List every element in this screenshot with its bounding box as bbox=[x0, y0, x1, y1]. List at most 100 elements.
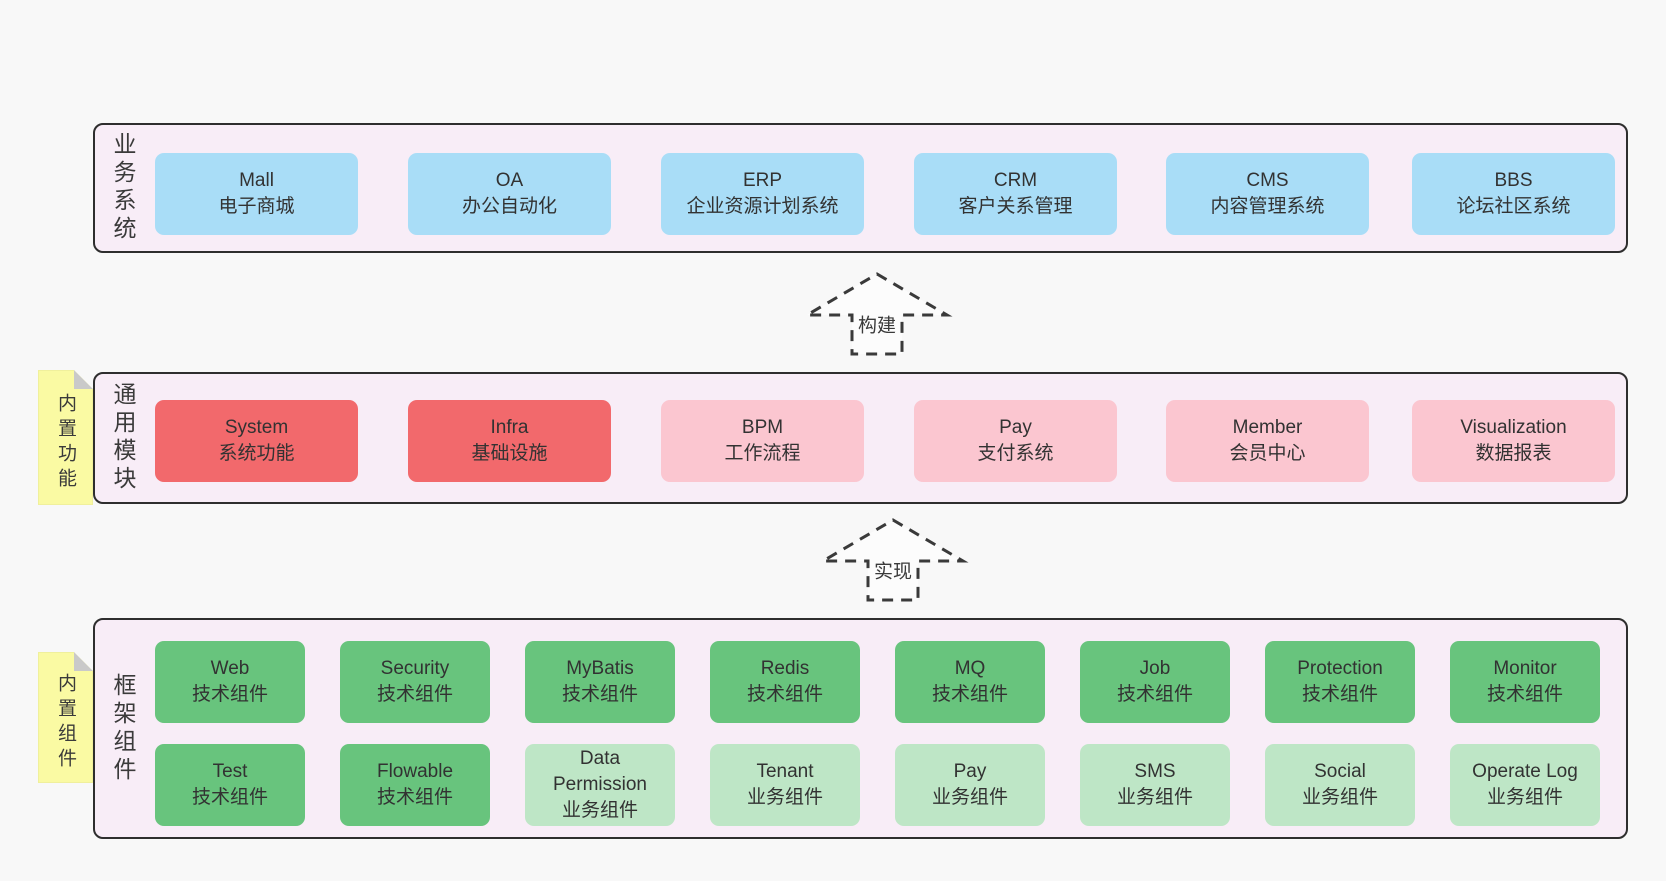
box-redis: Redis 技术组件 bbox=[710, 641, 860, 723]
box-system: System 系统功能 bbox=[155, 400, 358, 482]
box-bpm: BPM 工作流程 bbox=[661, 400, 864, 482]
note-text: 内置组件 bbox=[55, 672, 76, 773]
box-title: Social bbox=[1314, 760, 1366, 782]
box-subtitle: 技术组件 bbox=[1486, 684, 1563, 705]
box-web: Web 技术组件 bbox=[155, 641, 305, 723]
box-title: BBS bbox=[1494, 169, 1533, 191]
box-subtitle: 电子商城 bbox=[218, 196, 295, 217]
box-title: CMS bbox=[1246, 169, 1289, 191]
box-sms: SMS 业务组件 bbox=[1080, 744, 1230, 826]
box-title: Member bbox=[1232, 416, 1303, 438]
box-security: Security 技术组件 bbox=[340, 641, 490, 723]
box-subtitle: 业务组件 bbox=[1301, 787, 1378, 808]
layer-common-modules: 通用模块 System 系统功能 Infra 基础设施 BPM 工作流程 Pay… bbox=[93, 372, 1628, 504]
module-boxes: System 系统功能 Infra 基础设施 BPM 工作流程 Pay 支付系统… bbox=[95, 374, 1626, 502]
box-subtitle: 技术组件 bbox=[376, 684, 453, 705]
business-boxes: Mall 电子商城 OA 办公自动化 ERP 企业资源计划系统 CRM 客户关系… bbox=[95, 125, 1626, 251]
layer-business-label: 业务系统 bbox=[110, 132, 136, 244]
box-monitor: Monitor 技术组件 bbox=[1450, 641, 1600, 723]
box-title: Web bbox=[210, 657, 250, 679]
box-title: MQ bbox=[954, 657, 986, 679]
box-subtitle: 基础设施 bbox=[471, 443, 548, 464]
box-title: System bbox=[224, 416, 289, 438]
component-boxes-row2: Test 技术组件 Flowable 技术组件 Data Permission … bbox=[95, 620, 1626, 837]
box-title: Tenant bbox=[756, 760, 814, 782]
build-arrow: 构建 bbox=[801, 271, 953, 357]
box-oa: OA 办公自动化 bbox=[408, 153, 611, 235]
box-visualization: Visualization 数据报表 bbox=[1412, 400, 1615, 482]
box-subtitle: 技术组件 bbox=[191, 684, 268, 705]
box-infra: Infra 基础设施 bbox=[408, 400, 611, 482]
box-mall: Mall 电子商城 bbox=[155, 153, 358, 235]
box-subtitle: 业务组件 bbox=[931, 787, 1008, 808]
folded-corner-icon bbox=[74, 370, 93, 389]
box-job: Job 技术组件 bbox=[1080, 641, 1230, 723]
box-subtitle: 技术组件 bbox=[376, 787, 453, 808]
box-title: ERP bbox=[742, 169, 783, 191]
box-subtitle: 业务组件 bbox=[561, 800, 638, 822]
box-cms: CMS 内容管理系统 bbox=[1166, 153, 1369, 235]
box-subtitle: 业务组件 bbox=[1486, 787, 1563, 808]
box-title: Protection bbox=[1297, 657, 1383, 679]
box-subtitle: 客户关系管理 bbox=[958, 196, 1073, 217]
box-title: CRM bbox=[993, 169, 1038, 191]
box-member: Member 会员中心 bbox=[1166, 400, 1369, 482]
implement-arrow-label: 实现 bbox=[869, 556, 917, 584]
box-pay: Pay 支付系统 bbox=[914, 400, 1117, 482]
box-title: BPM bbox=[741, 416, 784, 438]
box-subtitle: 技术组件 bbox=[191, 787, 268, 808]
box-title: Operate Log bbox=[1472, 760, 1578, 782]
box-title: Job bbox=[1139, 657, 1171, 679]
box-subtitle: 数据报表 bbox=[1475, 443, 1552, 464]
box-pay-component: Pay 业务组件 bbox=[895, 744, 1045, 826]
box-title: Pay bbox=[999, 416, 1032, 438]
box-subtitle: 办公自动化 bbox=[461, 196, 557, 217]
box-title: Pay bbox=[953, 760, 987, 782]
box-test: Test 技术组件 bbox=[155, 744, 305, 826]
box-subtitle: 论坛社区系统 bbox=[1456, 196, 1571, 217]
box-subtitle: 系统功能 bbox=[218, 443, 295, 464]
box-title: Test bbox=[212, 760, 248, 782]
box-mq: MQ 技术组件 bbox=[895, 641, 1045, 723]
box-subtitle: 会员中心 bbox=[1229, 443, 1306, 464]
layer-components-label: 框架组件 bbox=[110, 672, 136, 785]
box-title: Data Permission bbox=[553, 747, 647, 795]
box-title: Redis bbox=[760, 657, 810, 679]
note-built-in-components: 内置组件 bbox=[38, 652, 93, 783]
box-title: Security bbox=[380, 657, 450, 679]
box-title: Mall bbox=[239, 169, 274, 191]
box-title: SMS bbox=[1134, 760, 1176, 782]
box-subtitle: 业务组件 bbox=[746, 787, 823, 808]
note-text: 内置功能 bbox=[55, 392, 76, 493]
box-title: MyBatis bbox=[566, 657, 634, 679]
box-crm: CRM 客户关系管理 bbox=[914, 153, 1117, 235]
box-subtitle: 企业资源计划系统 bbox=[686, 196, 839, 217]
box-operate-log: Operate Log 业务组件 bbox=[1450, 744, 1600, 826]
layer-framework-components: 框架组件 Web 技术组件 Security 技术组件 MyBatis 技术组件… bbox=[93, 618, 1628, 839]
box-protection: Protection 技术组件 bbox=[1265, 641, 1415, 723]
folded-corner-icon bbox=[74, 652, 93, 671]
box-flowable: Flowable 技术组件 bbox=[340, 744, 490, 826]
layer-business-systems: 业务系统 Mall 电子商城 OA 办公自动化 ERP 企业资源计划系统 CRM… bbox=[93, 123, 1628, 253]
box-title: Monitor bbox=[1493, 657, 1557, 679]
box-subtitle: 技术组件 bbox=[746, 684, 823, 705]
note-built-in-features: 内置功能 bbox=[38, 370, 93, 505]
box-title: Flowable bbox=[376, 760, 454, 782]
box-subtitle: 技术组件 bbox=[931, 684, 1008, 705]
box-social: Social 业务组件 bbox=[1265, 744, 1415, 826]
box-subtitle: 工作流程 bbox=[724, 443, 801, 464]
box-erp: ERP 企业资源计划系统 bbox=[661, 153, 864, 235]
box-subtitle: 技术组件 bbox=[1301, 684, 1378, 705]
box-tenant: Tenant 业务组件 bbox=[710, 744, 860, 826]
box-mybatis: MyBatis 技术组件 bbox=[525, 641, 675, 723]
layer-modules-label: 通用模块 bbox=[110, 382, 136, 494]
box-title: OA bbox=[495, 169, 524, 191]
implement-arrow: 实现 bbox=[817, 517, 969, 603]
box-bbs: BBS 论坛社区系统 bbox=[1412, 153, 1615, 235]
box-subtitle: 技术组件 bbox=[561, 684, 638, 705]
box-title: Visualization bbox=[1460, 416, 1567, 438]
build-arrow-label: 构建 bbox=[853, 310, 901, 338]
box-data-permission: Data Permission 业务组件 bbox=[525, 744, 675, 826]
box-subtitle: 内容管理系统 bbox=[1210, 196, 1325, 217]
